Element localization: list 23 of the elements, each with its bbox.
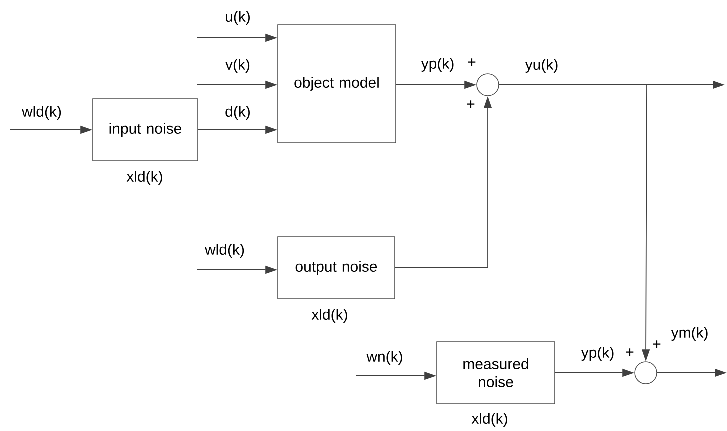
caption-label: xld(k): [312, 309, 348, 323]
sign-label: +: [468, 58, 476, 66]
process-box: measured noise: [436, 342, 556, 404]
summing-junction: [634, 362, 658, 384]
edge-label: d(k): [224, 105, 252, 121]
edge-label: wld(k): [204, 243, 246, 259]
summing-junction: [476, 74, 500, 96]
process-box: input noise: [92, 98, 198, 162]
edge-label: u(k): [224, 10, 252, 26]
sign-label: +: [467, 100, 475, 108]
edge-label: yp(k): [420, 57, 456, 73]
edge-label: ym(k): [670, 326, 710, 342]
edge-label: v(k): [224, 58, 252, 74]
caption-label: xld(k): [472, 413, 508, 427]
process-box: output noise: [278, 236, 396, 300]
edge-label: wn(k): [366, 350, 404, 366]
process-box: object model: [278, 24, 396, 144]
edge-label: yu(k): [524, 58, 560, 74]
edge-label: wld(k): [21, 105, 63, 121]
sign-label: +: [626, 348, 634, 356]
caption-label: xld(k): [126, 171, 162, 185]
edge-label: yp(k): [580, 346, 616, 362]
sign-label: +: [653, 340, 661, 348]
